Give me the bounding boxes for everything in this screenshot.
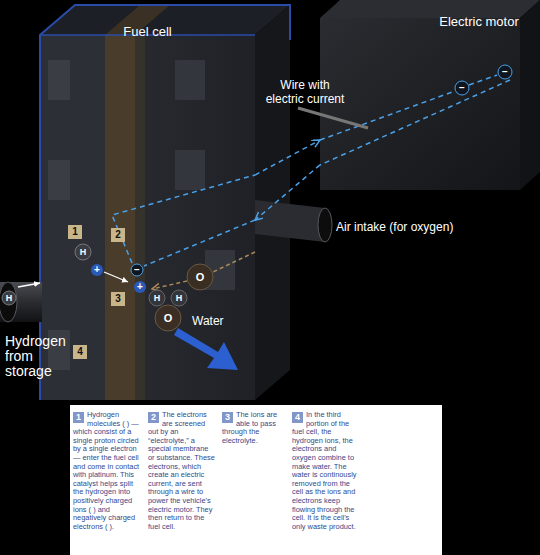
explanation-panel: 1Hydrogen molecules ( ) — which consist …	[70, 405, 442, 555]
wire-connector	[255, 165, 320, 220]
electron-symbol: −	[131, 264, 143, 276]
callout-number: 2	[111, 228, 125, 242]
panel-column: 3The ions are able to pass through the e…	[222, 411, 284, 445]
panel-column: 1Hydrogen molecules ( ) — which consist …	[73, 411, 141, 531]
callout-number: 4	[73, 345, 87, 359]
panel-column: 2The electrons are screened out by an “e…	[148, 411, 216, 531]
step-description: Hydrogen molecules ( ) — which consist o…	[73, 411, 141, 531]
motor-box: Electric motor	[320, 0, 540, 190]
oxygen-atom: O	[187, 264, 213, 290]
node-title: Electric motor	[436, 14, 522, 29]
step-description: The electrons are screened out by an “el…	[148, 411, 216, 531]
callout-number: 4	[292, 412, 303, 423]
step-description: In the third portion of the fuel cell, t…	[292, 411, 362, 531]
callout-number: 3	[111, 292, 125, 306]
callout-number: 3	[222, 412, 233, 423]
water-label: Water	[192, 314, 252, 328]
wire-label: Wire with electric current	[260, 78, 350, 106]
electron-symbol: −	[498, 65, 512, 79]
ion-symbol: +	[134, 281, 146, 293]
callout-number: 1	[73, 412, 84, 423]
node-title: Fuel cell	[40, 24, 255, 39]
oxygen-atom: O	[155, 305, 181, 331]
hydrogen-atom: H	[149, 290, 165, 306]
callout-number: 2	[148, 412, 159, 423]
hydrogen-label: Hydrogen from storage	[5, 334, 67, 379]
panel-column: 4In the third portion of the fuel cell, …	[292, 411, 362, 531]
hydrogen-atom: H	[2, 291, 16, 305]
air-intake-label: Air intake (for oxygen)	[336, 220, 536, 234]
callout-number: 1	[68, 225, 82, 239]
hydrogen-atom: H	[171, 290, 187, 306]
electron-symbol: −	[455, 81, 469, 95]
wire-connector	[255, 140, 320, 175]
hydrogen-atom: H	[75, 244, 91, 260]
ion-symbol: +	[91, 264, 103, 276]
